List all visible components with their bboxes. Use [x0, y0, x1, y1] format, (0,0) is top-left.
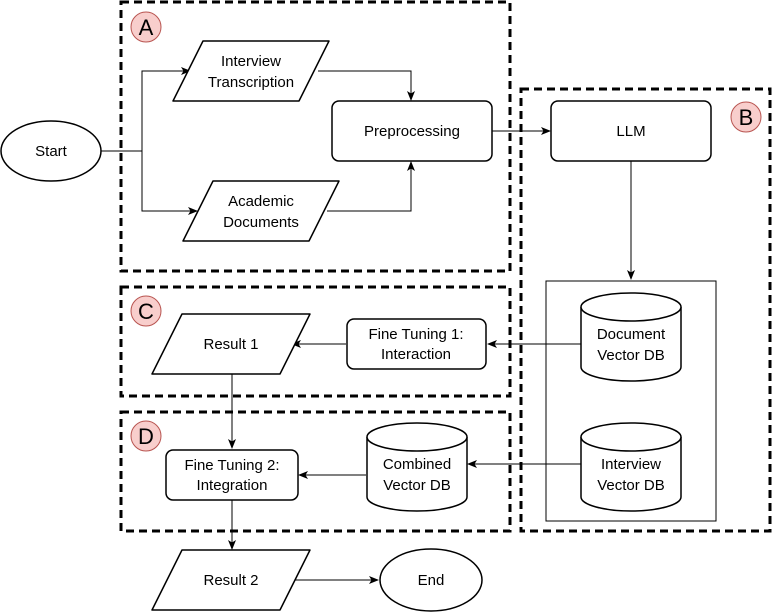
interview-transcription-node: Interview Transcription — [172, 40, 330, 102]
academic-documents-node: Academic Documents — [182, 180, 340, 242]
result-2-shape — [151, 549, 311, 611]
svg-text:LLM: LLM — [616, 123, 645, 140]
document-vector-db-node: Document Vector DB — [580, 292, 682, 382]
region-c-box — [119, 285, 512, 398]
region-d-box — [119, 410, 512, 533]
svg-text:Result 2: Result 2 — [203, 572, 258, 589]
fine-tuning-1-node: Fine Tuning 1: Interaction — [346, 318, 487, 370]
svg-text:Vector DB: Vector DB — [597, 477, 665, 494]
svg-text:Integration: Integration — [197, 477, 268, 494]
svg-text:Interaction: Interaction — [381, 346, 451, 363]
region-b-label: B — [730, 101, 762, 133]
svg-text:Vector DB: Vector DB — [383, 477, 451, 494]
svg-text:Fine Tuning 1:: Fine Tuning 1: — [368, 326, 463, 343]
llm-node: LLM — [550, 100, 712, 162]
region-c-label: C — [130, 295, 162, 327]
svg-text:Interview: Interview — [221, 53, 281, 70]
svg-text:End: End — [418, 572, 445, 589]
preprocessing-node: Preprocessing — [331, 100, 493, 162]
svg-text:Start: Start — [35, 143, 68, 160]
fine-tuning-2-node: Fine Tuning 2: Integration — [165, 449, 299, 501]
combined-vector-db-node: Combined Vector DB — [366, 422, 468, 512]
region-b-box — [519, 87, 772, 533]
svg-text:Vector DB: Vector DB — [597, 347, 665, 364]
region-a-box — [119, 0, 512, 273]
result-2-node: Result 2 — [151, 549, 311, 611]
svg-text:Academic: Academic — [228, 193, 294, 210]
vector-db-container — [545, 280, 717, 522]
result-1-node: Result 1 — [151, 313, 311, 375]
region-d-label: D — [130, 420, 162, 452]
svg-text:Transcription: Transcription — [208, 74, 294, 91]
svg-text:D: D — [138, 424, 154, 449]
interview-vector-db-node: Interview Vector DB — [580, 422, 682, 512]
svg-text:Combined: Combined — [383, 456, 451, 473]
svg-text:Result 1: Result 1 — [203, 336, 258, 353]
svg-text:Interview: Interview — [601, 456, 661, 473]
edge-to-interview-transcription — [141, 67, 191, 151]
svg-text:Document: Document — [597, 326, 666, 343]
svg-text:B: B — [739, 105, 754, 130]
start-node: Start — [0, 120, 102, 182]
svg-text:A: A — [139, 15, 154, 40]
svg-text:Preprocessing: Preprocessing — [364, 123, 460, 140]
svg-text:C: C — [138, 299, 154, 324]
edge-interview-to-preprocessing — [318, 70, 415, 101]
region-a-label: A — [130, 11, 162, 43]
svg-text:Fine Tuning 2:: Fine Tuning 2: — [184, 457, 279, 474]
end-node: End — [379, 548, 483, 612]
connectors — [101, 67, 635, 584]
svg-text:Documents: Documents — [223, 214, 299, 231]
edge-academic-to-preprocessing — [327, 161, 415, 212]
edge-to-academic-documents — [141, 151, 198, 215]
